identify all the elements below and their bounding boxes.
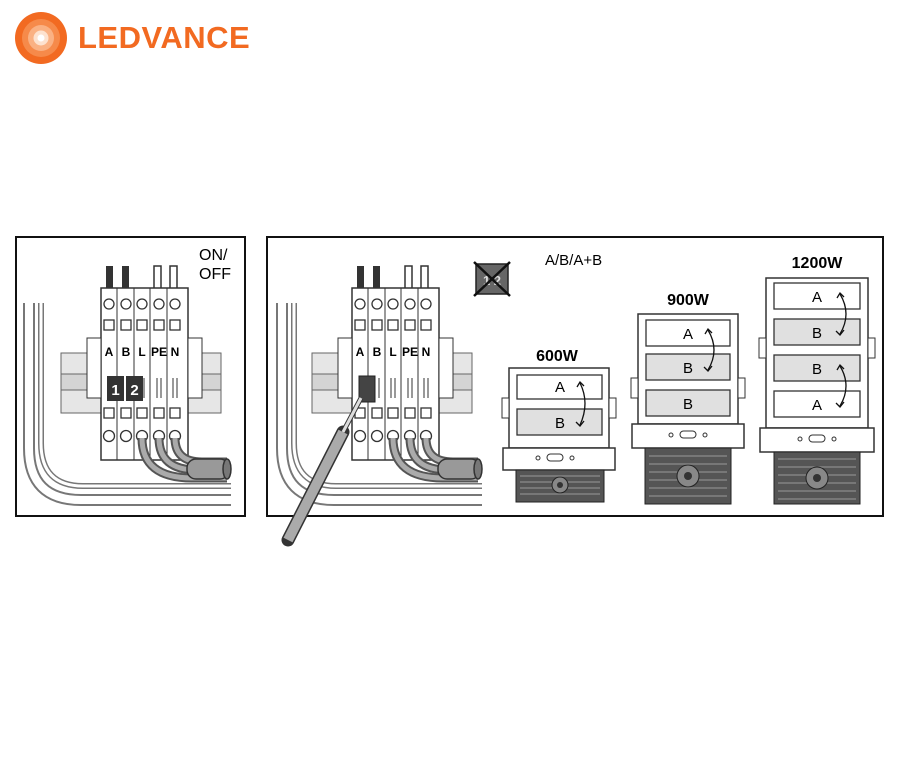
swap-arrow-icon — [579, 382, 586, 426]
mode-label: A/B/A+B — [545, 252, 602, 269]
module-label: A — [683, 326, 693, 343]
terminal-label: N — [422, 345, 431, 359]
dip-switch-1: 1 — [111, 382, 119, 399]
panel-switch-setting: A B L PE N 1 2 ON/ OFF — [15, 236, 246, 517]
switch-label-on: ON/ — [199, 247, 228, 264]
swap-arrow-icon — [707, 329, 715, 371]
panel-power-setting: A B L PE N 1 2 A/B/A+B — [266, 236, 884, 517]
fixture-1200w-title: 1200W — [792, 255, 844, 272]
module-label: B — [683, 360, 693, 377]
module-label: A — [812, 397, 822, 414]
terminal-label: N — [171, 345, 180, 359]
crossed-switch-icon: 1 2 — [473, 261, 511, 297]
terminal-label: PE — [151, 345, 167, 359]
module-label: B — [555, 415, 565, 432]
ledvance-logo-icon — [15, 12, 67, 64]
power-diagram-right: A B L PE N 1 2 A/B/A+B — [276, 252, 876, 506]
module-label: B — [812, 325, 822, 342]
terminal-label: A — [356, 345, 365, 359]
floodlight-icon: A B B A — [758, 277, 876, 505]
terminal-label: A — [105, 345, 114, 359]
terminal-block-icon: A B L PE N — [86, 287, 203, 461]
brand-name: LEDVANCE — [78, 20, 251, 55]
terminal-label: L — [138, 345, 145, 359]
terminal-label: B — [373, 345, 382, 359]
terminal-label: B — [122, 345, 131, 359]
swap-arrow-icon — [839, 365, 847, 407]
module-label: B — [812, 361, 822, 378]
terminal-label: PE — [402, 345, 418, 359]
swap-arrow-icon — [839, 293, 847, 335]
fixture-900w-title: 900W — [667, 292, 710, 309]
terminal-block-icon: A B L PE N — [337, 287, 454, 461]
floodlight-icon: A B — [501, 367, 617, 503]
switch-label-off: OFF — [199, 266, 231, 283]
fixture-600w-title: 600W — [536, 348, 579, 365]
cable-icon — [23, 303, 231, 506]
brand-logo: LEDVANCE — [14, 10, 250, 66]
module-label: A — [812, 289, 822, 306]
dip-switch[interactable] — [358, 375, 376, 403]
module-label: B — [683, 396, 693, 413]
dip-switch-2: 2 — [130, 382, 138, 399]
dip-switch[interactable]: 1 2 — [107, 376, 143, 401]
terminal-label: L — [389, 345, 396, 359]
floodlight-icon: A B B — [630, 313, 746, 505]
terminal-diagram-left: A B L PE N 1 2 ON/ OFF — [23, 247, 232, 506]
module-label: A — [555, 379, 565, 396]
